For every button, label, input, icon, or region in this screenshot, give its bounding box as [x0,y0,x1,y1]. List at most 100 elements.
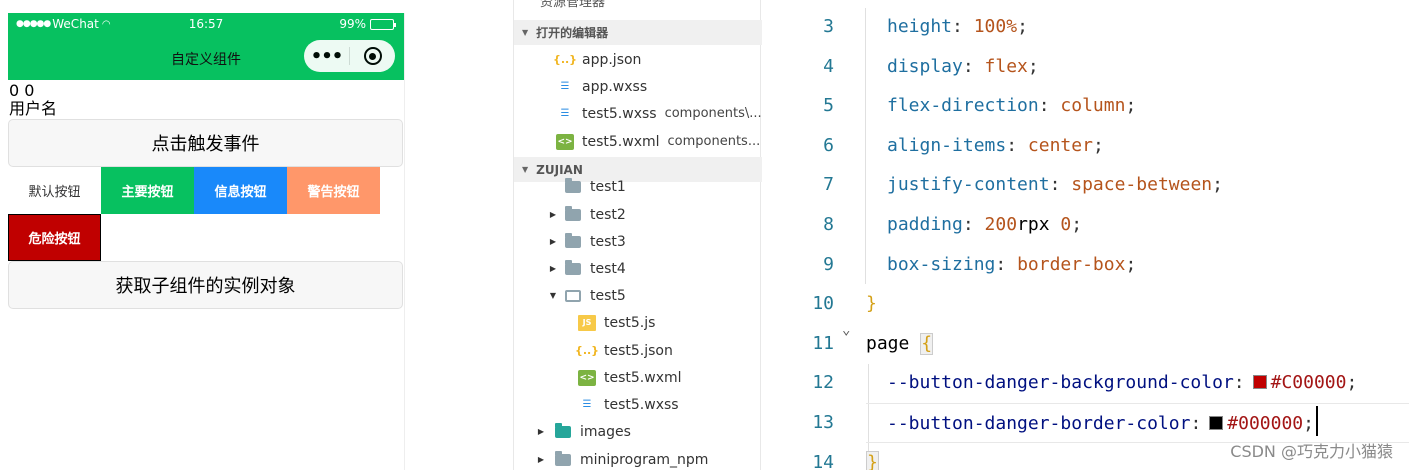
code-editor[interactable]: 3 4 5 6 7 8 9 10 11 12 13 14 ⌄ height: 1… [762,0,1409,470]
status-bar: ●●●●● WeChat ◠ 16:57 99% [8,13,404,35]
image-folder-icon [554,422,572,440]
file-name: test5.js [604,314,656,331]
file-name: app.json [582,51,642,68]
chevron-down-icon: ▼ [549,291,557,300]
open-file-app-wxss[interactable]: ☰ app.wxss [514,73,762,100]
folder-name: test5 [590,287,626,304]
line-number: 8 [823,214,834,235]
folder-test4[interactable]: ▶ test4 [514,255,762,282]
signal-icon: ●●●●● [16,19,51,29]
line-number: 12 [812,372,834,393]
file-name: test5.wxss [604,396,679,413]
css-value: 100% [973,16,1018,37]
close-mini-program-button[interactable] [350,47,395,65]
danger-button[interactable]: 危险按钮 [8,214,101,261]
folder-test5[interactable]: ▼ test5 [514,282,762,309]
folder-test2[interactable]: ▶ test2 [514,201,762,228]
primary-button[interactable]: 主要按钮 [101,167,194,214]
folder-icon [564,205,582,223]
status-time: 16:57 [188,17,224,31]
css-icon: ☰ [560,108,570,119]
default-button[interactable]: 默认按钮 [8,167,101,214]
code-line-6: align-items: center; [887,135,1104,156]
folder-test3[interactable]: ▶ test3 [514,228,762,255]
phone-simulator: ●●●●● WeChat ◠ 16:57 99% 自定义组件 ••• 0 0 用… [8,13,405,470]
code-line-9: box-sizing: border-box; [887,254,1137,275]
open-file-test5-wxss[interactable]: ☰ test5.wxss components\... [514,100,762,127]
capsule-menu: ••• [304,40,395,72]
open-editors-section[interactable]: ▼ 打开的编辑器 [514,20,762,45]
chevron-down-icon: ▼ [522,28,529,37]
indent-guide [865,8,866,284]
code-line-11: page { [866,333,934,355]
folder-open-icon [564,288,582,304]
css-property: justify-content [887,174,1050,195]
css-property: height [887,16,953,37]
file-name: test5.wxml [604,369,682,386]
more-icon[interactable]: ••• [310,45,344,67]
file-path: components... [667,134,761,149]
line-number: 13 [812,412,834,433]
page-title: 自定义组件 [171,52,241,68]
chevron-right-icon: ▶ [537,455,545,464]
folder-name: images [580,423,631,440]
info-button[interactable]: 信息按钮 [194,167,287,214]
file-name: test5.wxss [582,105,657,122]
open-file-test5-wxml[interactable]: <> test5.wxml components... [514,128,762,155]
file-name: test5.wxml [582,133,660,150]
css-property: display [887,56,963,77]
battery-icon [370,18,396,30]
css-variable: --button-danger-border-color [887,413,1191,434]
fold-chevron-icon[interactable]: ⌄ [842,322,851,338]
line-number: 7 [823,174,834,195]
css-selector: page [866,333,910,354]
css-value: border-box [1017,254,1126,275]
code-line-7: justify-content: space-between; [887,174,1223,195]
css-property: box-sizing [887,254,996,275]
file-test5-wxml[interactable]: <> test5.wxml [514,364,762,391]
file-test5-wxss[interactable]: ☰ test5.wxss [514,391,762,418]
current-line-highlight [866,403,1409,443]
file-test5-js[interactable]: JS test5.js [514,309,762,336]
warning-button[interactable]: 警告按钮 [287,167,380,214]
battery-percent: 99% [339,17,366,31]
folder-name: test1 [590,179,626,195]
folder-name: test3 [590,233,626,250]
get-child-instance-button[interactable]: 获取子组件的实例对象 [8,261,403,309]
wxml-icon: <> [578,369,596,386]
project-label: ZUJIAN [536,162,583,177]
opening-brace: { [920,333,934,355]
folder-icon [554,450,572,468]
code-line-5: flex-direction: column; [887,95,1137,116]
project-section[interactable]: ▼ ZUJIAN [514,157,762,182]
code-line-10: } [866,293,877,314]
chevron-right-icon: ▶ [549,210,557,219]
css-value: column [1060,95,1126,116]
folder-name: test2 [590,206,626,223]
file-test5-json[interactable]: {..} test5.json [514,337,762,364]
line-number: 6 [823,135,834,156]
folder-test1[interactable]: test1 [514,174,762,200]
line-number: 9 [823,254,834,275]
target-icon [363,47,382,65]
trigger-event-button[interactable]: 点击触发事件 [8,119,403,167]
folder-miniprogram-npm[interactable]: ▶ miniprogram_npm [514,446,762,470]
chevron-right-icon: ▶ [537,427,545,436]
carrier-label: WeChat [52,17,99,31]
color-swatch[interactable] [1252,375,1267,389]
folder-icon [564,232,582,250]
text-cursor [1315,406,1318,436]
file-name: app.wxss [582,78,648,95]
folder-images[interactable]: ▶ images [514,418,762,445]
folder-name: test4 [590,260,626,277]
line-number: 5 [823,95,834,116]
code-line-3: height: 100%; [887,16,1028,37]
indent-guide [868,364,869,470]
color-swatch[interactable] [1209,416,1224,430]
open-file-app-json[interactable]: {..} app.json [514,46,762,73]
file-path: components\... [664,106,762,121]
file-name: test5.json [604,342,673,359]
css-unit: rpx [1017,214,1050,235]
code-line-4: display: flex; [887,56,1039,77]
code-line-14: } [866,451,879,470]
